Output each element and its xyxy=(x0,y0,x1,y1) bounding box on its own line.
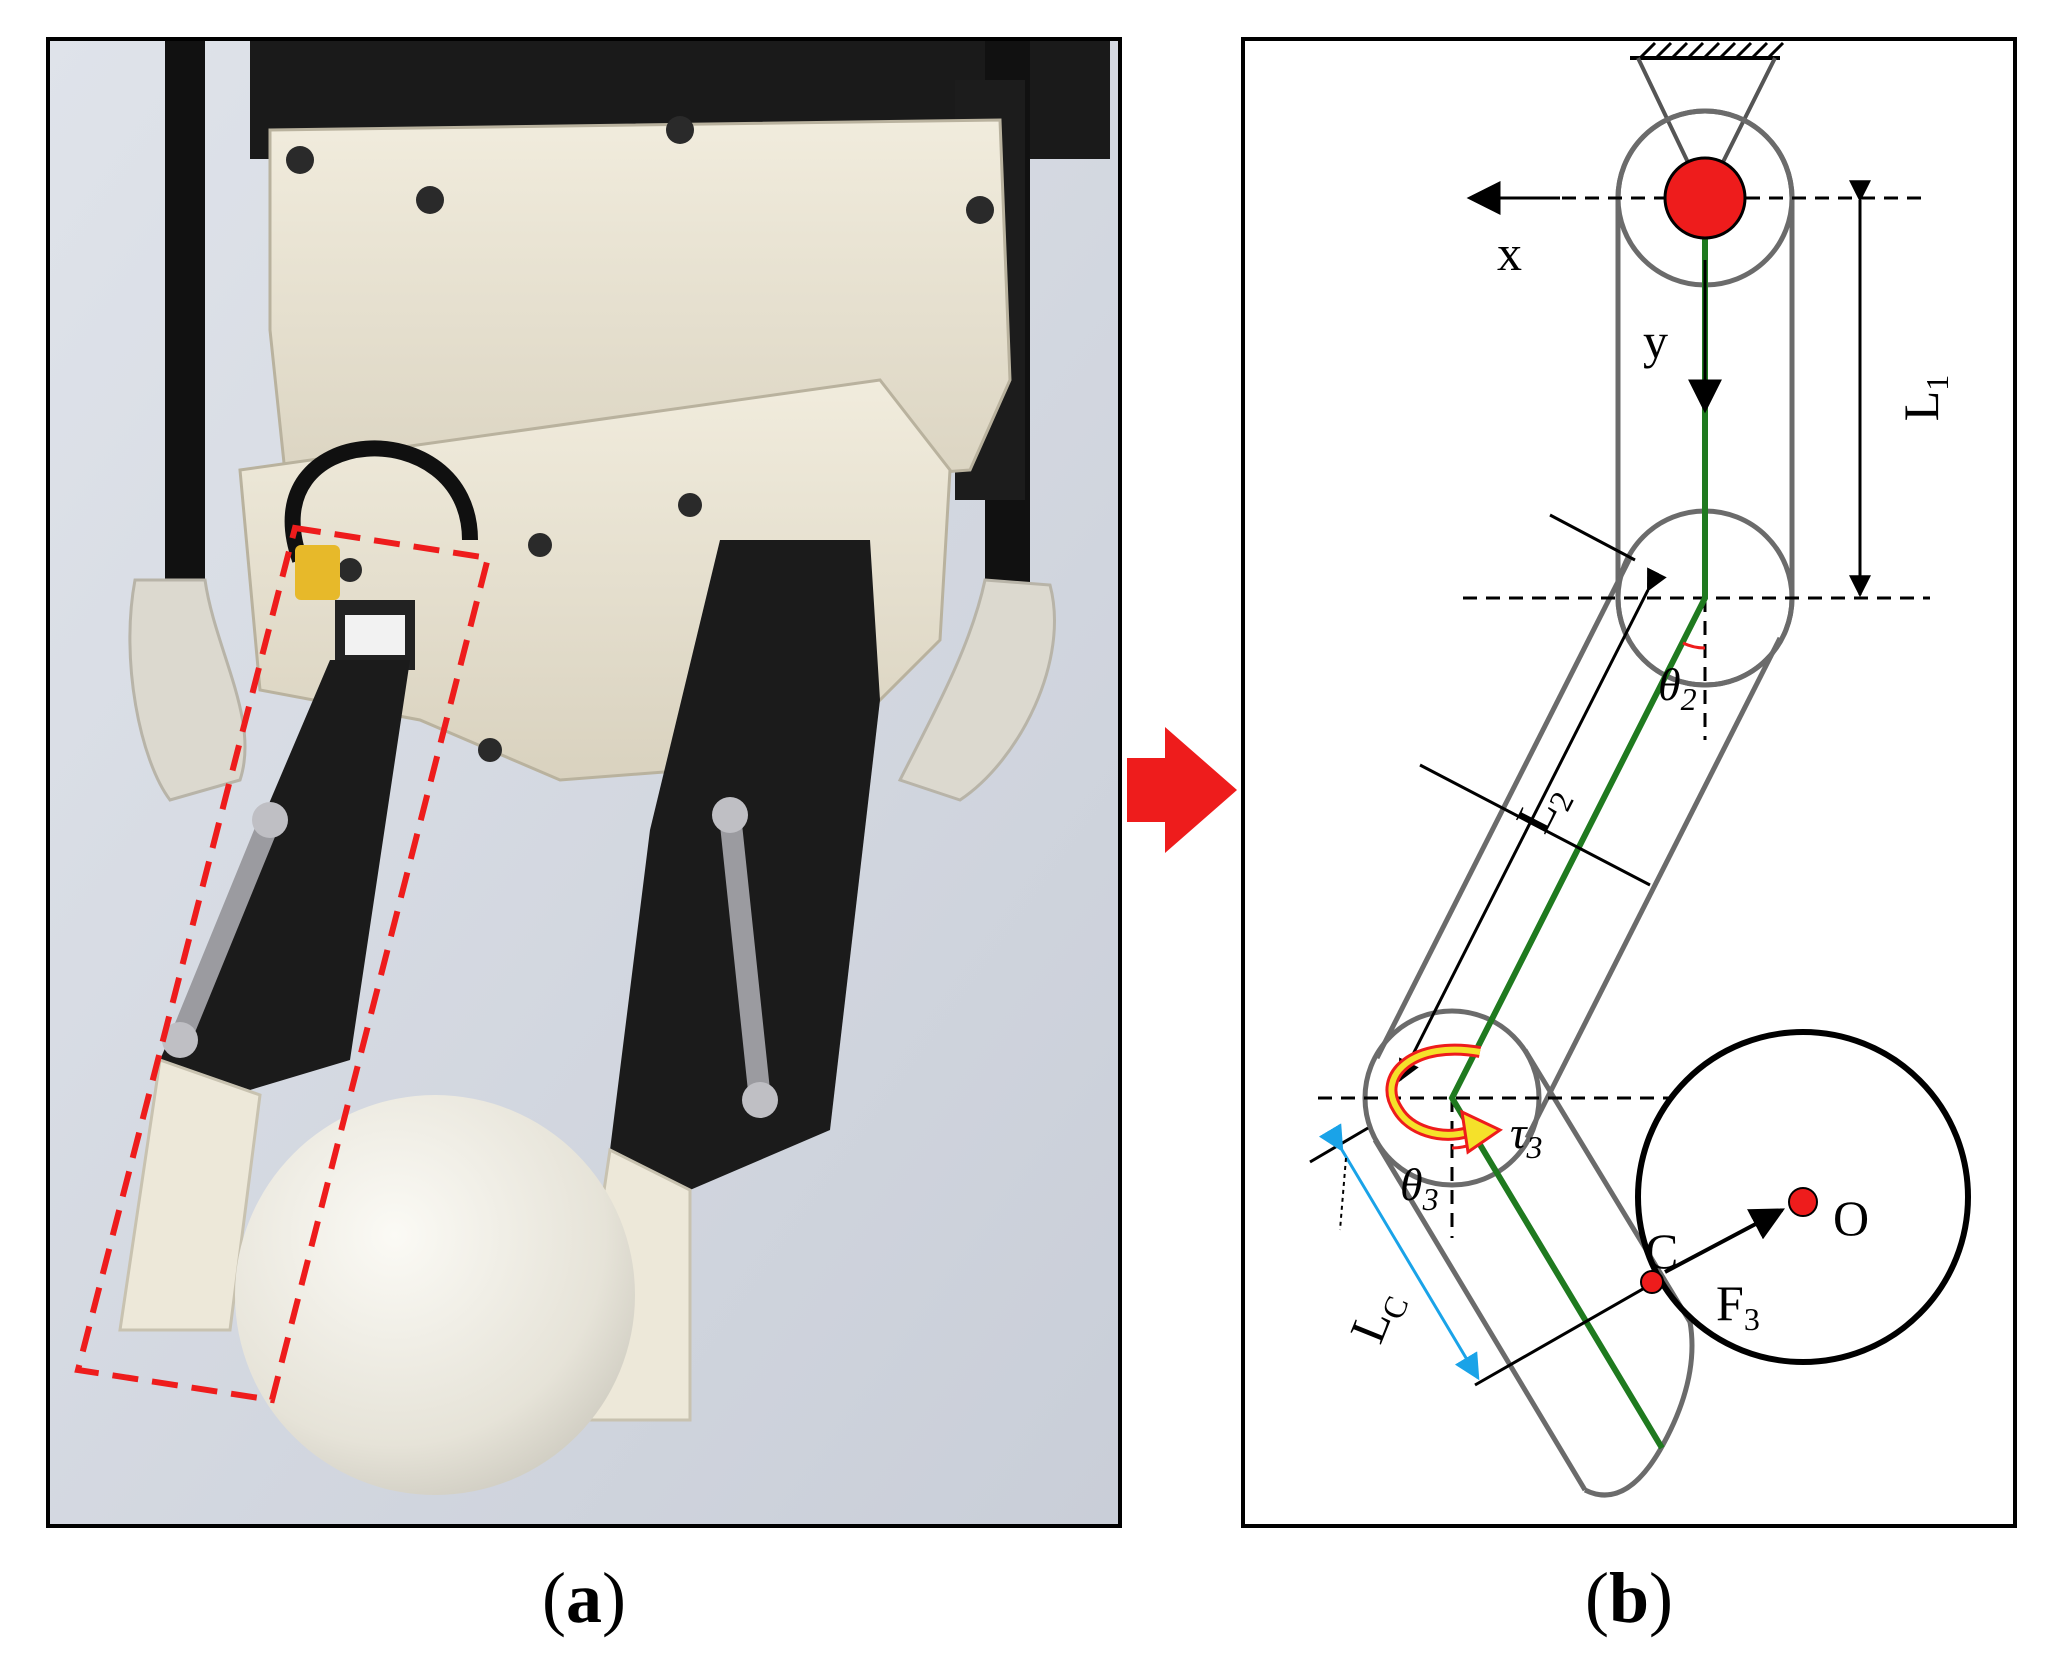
housing-screws xyxy=(286,116,994,762)
joint-1 xyxy=(1663,156,1747,240)
label-theta3: θ3 xyxy=(1400,1159,1439,1217)
object-circle xyxy=(1635,1029,1971,1365)
caption-b: (b) xyxy=(1585,1558,1673,1638)
label-tau3: τ3 xyxy=(1510,1107,1542,1165)
highlight-dashed-box xyxy=(74,524,492,1404)
grasped-ball xyxy=(235,1095,635,1495)
transition-arrow xyxy=(1127,727,1237,853)
force-f3-arrow xyxy=(1664,1208,1786,1274)
label-Lc: LC xyxy=(1339,1281,1416,1352)
left-soft-pad xyxy=(128,578,247,802)
left-finger xyxy=(118,660,410,1332)
panel-a-frame xyxy=(46,37,1122,1528)
theta2-arc xyxy=(1682,641,1706,650)
label-point-c: C xyxy=(1645,1223,1678,1279)
label-point-o: O xyxy=(1833,1190,1869,1246)
right-soft-pad xyxy=(897,578,1056,802)
label-theta2: θ2 xyxy=(1658,659,1697,717)
caption-a: (a) xyxy=(542,1558,626,1638)
cable-loop xyxy=(284,440,478,563)
panel-b-frame xyxy=(1241,37,2017,1528)
torque-tau3-icon xyxy=(1385,1043,1503,1155)
left-rod xyxy=(165,39,205,599)
dimension-L2 xyxy=(1398,513,1667,1082)
y-axis-label: y xyxy=(1643,313,1668,369)
panel-a-photo xyxy=(48,39,1120,1526)
contact-point-c xyxy=(1640,1270,1664,1294)
label-L1: L1 xyxy=(1893,375,1955,422)
dimension-Lc xyxy=(1309,1123,1656,1387)
x-axis-label: x xyxy=(1497,225,1522,281)
label-f3: F3 xyxy=(1716,1275,1760,1337)
object-center-o xyxy=(1788,1187,1818,1217)
panel-b-diagram: x y L1 L2 LC θ2 θ3 τ3 C O F3 xyxy=(1241,37,2017,1528)
